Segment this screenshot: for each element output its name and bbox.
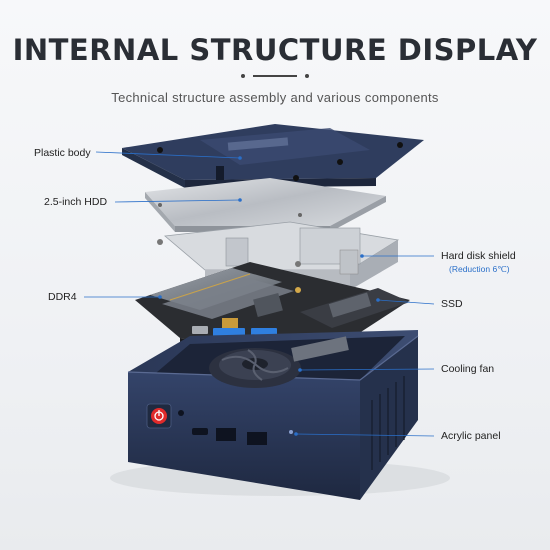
callout-shield-note: (Reduction 6℃) (449, 264, 510, 274)
callout-hdd: 2.5-inch HDD (44, 196, 108, 208)
page-subtitle: Technical structure assembly and various… (111, 90, 439, 105)
ddr4-module-2 (162, 277, 294, 319)
divider-bar (253, 75, 297, 77)
callout-cooling-fan: Cooling fan (441, 363, 495, 375)
callout-ddr4: DDR4 (48, 291, 77, 303)
callout-ssd: SSD (441, 298, 463, 310)
callout-lines (84, 151, 435, 437)
divider-dot-left (241, 74, 245, 78)
hard-disk-shield-part (157, 221, 400, 290)
callout-dots (158, 156, 380, 436)
front-panel (146, 403, 293, 445)
chassis-base (127, 330, 419, 500)
cooling-fan-part (209, 336, 349, 388)
callout-plastic-body: Plastic body (34, 147, 91, 159)
plastic-body-part (122, 124, 424, 188)
callout-hard-disk-shield: Hard disk shield (441, 250, 516, 262)
callout-acrylic-panel: Acrylic panel (441, 430, 501, 442)
divider-dot-right (305, 74, 309, 78)
title-divider (241, 74, 309, 78)
page-title: INTERNAL STRUCTURE DISPLAY (12, 33, 538, 67)
